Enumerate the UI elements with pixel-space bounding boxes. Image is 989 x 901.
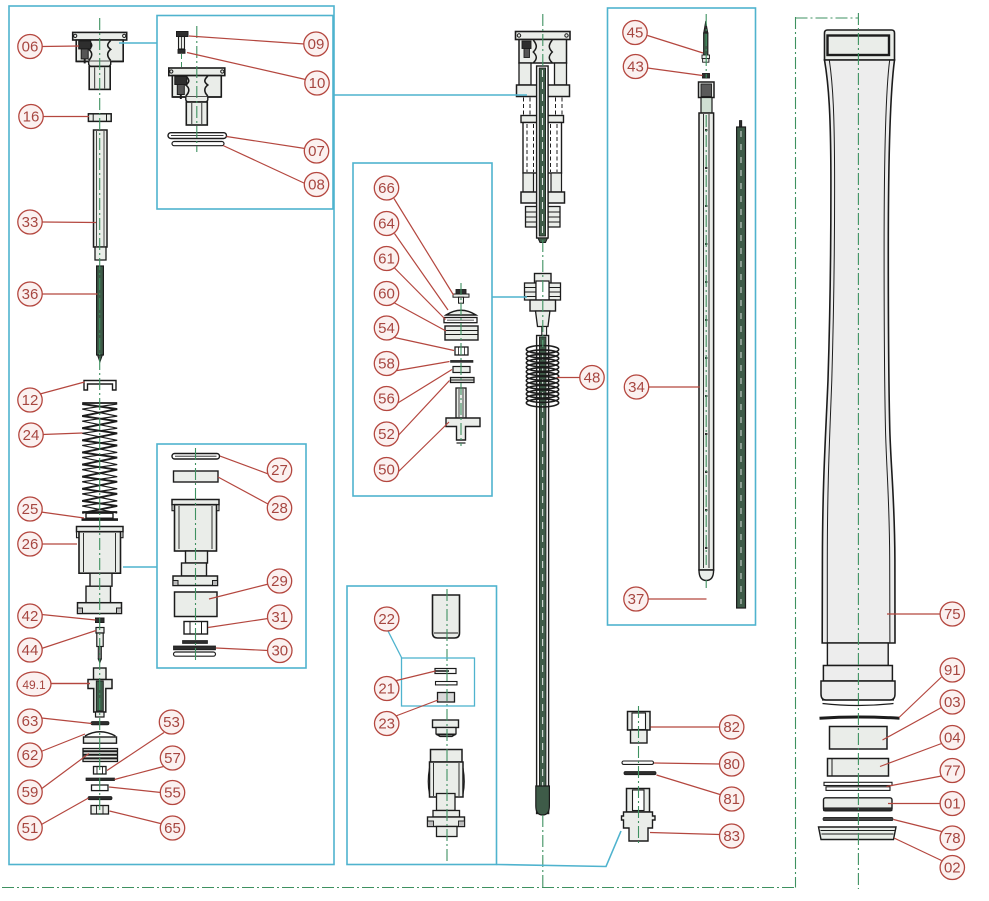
- svg-text:44: 44: [22, 642, 39, 659]
- svg-text:82: 82: [723, 719, 740, 736]
- svg-text:16: 16: [23, 109, 40, 126]
- svg-text:10: 10: [309, 75, 326, 92]
- svg-text:23: 23: [378, 716, 395, 733]
- svg-text:81: 81: [723, 791, 740, 808]
- svg-text:45: 45: [627, 25, 644, 42]
- svg-text:56: 56: [378, 391, 395, 408]
- svg-text:42: 42: [22, 608, 39, 625]
- svg-text:22: 22: [378, 611, 395, 628]
- svg-text:12: 12: [22, 392, 39, 409]
- svg-text:36: 36: [22, 286, 39, 303]
- svg-text:51: 51: [22, 820, 39, 837]
- svg-text:29: 29: [271, 573, 288, 590]
- svg-text:02: 02: [944, 860, 961, 877]
- svg-text:59: 59: [22, 784, 39, 801]
- svg-text:64: 64: [378, 216, 395, 233]
- svg-text:66: 66: [378, 180, 395, 197]
- svg-text:33: 33: [22, 214, 39, 231]
- svg-text:08: 08: [308, 177, 325, 194]
- svg-text:06: 06: [22, 39, 39, 56]
- svg-text:27: 27: [271, 462, 288, 479]
- svg-text:53: 53: [163, 714, 180, 731]
- svg-text:34: 34: [628, 379, 645, 396]
- svg-text:54: 54: [378, 320, 395, 337]
- svg-text:58: 58: [378, 356, 395, 373]
- svg-text:01: 01: [944, 796, 961, 813]
- svg-text:48: 48: [584, 370, 601, 387]
- svg-text:75: 75: [944, 606, 961, 623]
- svg-text:52: 52: [378, 426, 395, 443]
- svg-text:57: 57: [164, 750, 181, 767]
- svg-text:78: 78: [944, 830, 961, 847]
- svg-text:03: 03: [944, 694, 961, 711]
- svg-text:07: 07: [308, 143, 325, 160]
- svg-text:21: 21: [378, 681, 395, 698]
- svg-text:09: 09: [308, 36, 325, 53]
- svg-text:77: 77: [944, 763, 961, 780]
- svg-text:63: 63: [22, 713, 39, 730]
- svg-text:31: 31: [271, 609, 288, 626]
- svg-text:60: 60: [378, 286, 395, 303]
- svg-text:04: 04: [944, 730, 961, 747]
- svg-text:55: 55: [164, 785, 181, 802]
- svg-text:50: 50: [378, 462, 395, 479]
- svg-text:37: 37: [628, 591, 645, 608]
- svg-text:62: 62: [22, 747, 39, 764]
- svg-text:30: 30: [271, 643, 288, 660]
- svg-text:25: 25: [22, 501, 39, 518]
- svg-text:83: 83: [723, 828, 740, 845]
- svg-text:65: 65: [164, 820, 181, 837]
- svg-text:28: 28: [271, 500, 288, 517]
- svg-text:80: 80: [723, 756, 740, 773]
- svg-text:91: 91: [944, 662, 961, 679]
- svg-text:49.1: 49.1: [22, 678, 46, 692]
- svg-text:24: 24: [23, 427, 40, 444]
- svg-text:43: 43: [627, 59, 644, 76]
- svg-text:61: 61: [378, 251, 395, 268]
- svg-text:26: 26: [22, 536, 39, 553]
